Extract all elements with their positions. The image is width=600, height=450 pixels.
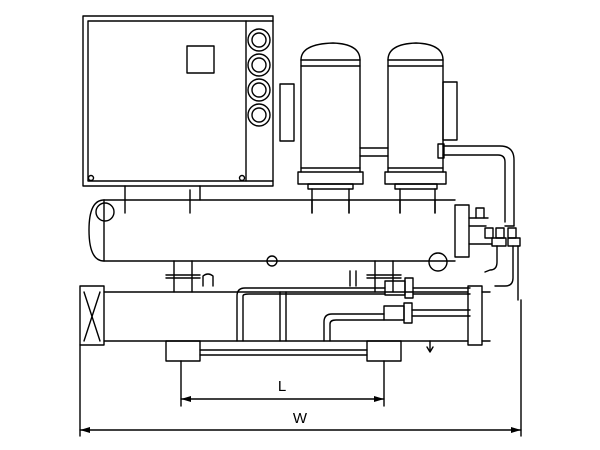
valve-cluster — [468, 207, 521, 301]
compressor-junction-box — [279, 83, 295, 142]
shell-port-icon — [266, 255, 278, 267]
dimension-l — [180, 360, 385, 407]
panel-screw — [87, 174, 95, 182]
control-panel — [82, 15, 274, 201]
gauge-icon — [247, 53, 271, 77]
shell-port-icon — [428, 252, 448, 272]
compressor-left — [279, 42, 364, 214]
dimension-w — [79, 299, 522, 437]
gauge-icon — [247, 28, 271, 52]
gauge-icon — [247, 103, 271, 127]
shell-port-icon — [95, 202, 115, 222]
filter-drier — [384, 280, 406, 296]
shell-end-flange — [79, 285, 105, 346]
lower-shell — [79, 277, 491, 353]
compressor-right — [384, 42, 458, 214]
dimension-l-label: L — [278, 378, 286, 395]
panel-display-window — [186, 45, 215, 74]
drain-fitting — [202, 270, 357, 287]
shell-end-flange — [454, 204, 470, 258]
compressor-junction-box — [442, 81, 458, 141]
shell-support-left — [165, 260, 201, 293]
dimension-w-label: W — [293, 410, 308, 427]
shell-support-right — [366, 260, 402, 293]
gauge-icon — [247, 78, 271, 102]
equalizer-pipe — [359, 147, 389, 157]
panel-screw — [238, 174, 246, 182]
filter-drier — [383, 305, 405, 321]
base-frame — [165, 340, 402, 362]
discharge-pipe — [437, 143, 515, 227]
upper-shell — [88, 189, 470, 272]
